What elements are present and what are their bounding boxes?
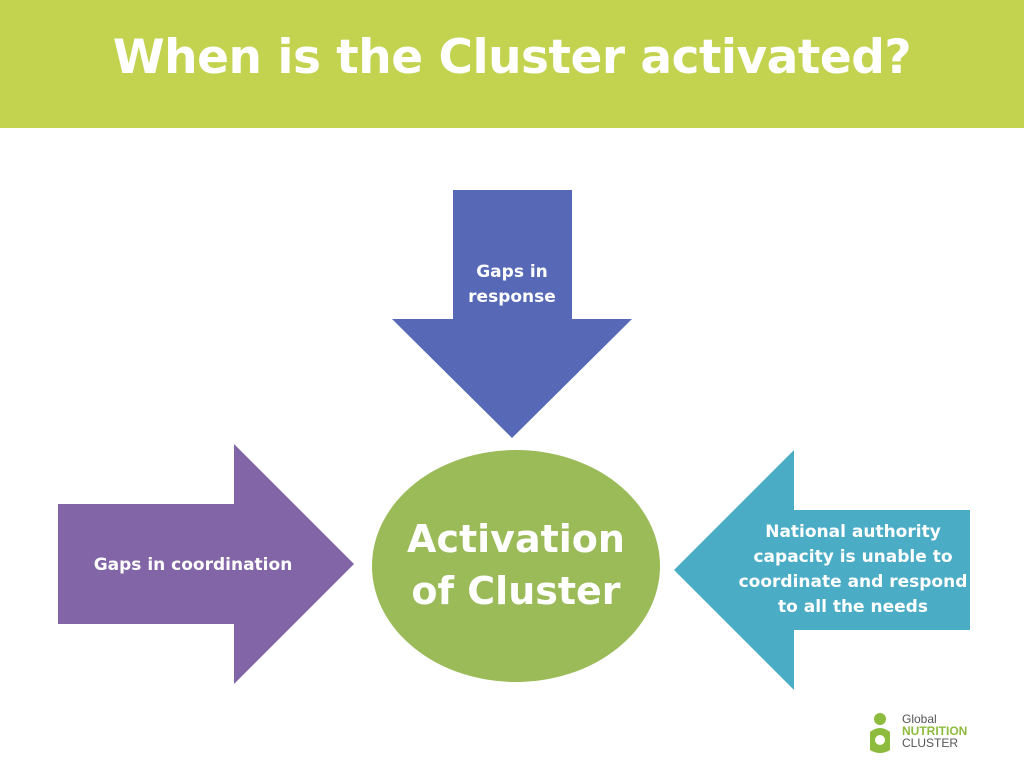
right-arrow	[674, 450, 970, 690]
left-arrow-label: Gaps in coordination	[93, 555, 293, 575]
logo-line-3: CLUSTER	[902, 736, 959, 750]
center-ellipse	[372, 450, 660, 682]
logo-line-1: Global	[902, 712, 937, 726]
right-arrow-label: National authority capacity is unable to…	[738, 522, 968, 617]
top-arrow-label: Gaps in response	[468, 262, 556, 307]
top-arrow	[392, 190, 632, 438]
center-label: Activation of Cluster	[407, 517, 625, 613]
page-title: When is the Cluster activated?	[112, 30, 912, 85]
logo-line-2: NUTRITION	[902, 724, 968, 738]
left-arrow	[58, 444, 354, 684]
logo-text: Global NUTRITION CLUSTER	[902, 713, 967, 749]
nutrition-cluster-logo-icon	[870, 713, 890, 753]
title-bar: When is the Cluster activated?	[0, 0, 1024, 128]
